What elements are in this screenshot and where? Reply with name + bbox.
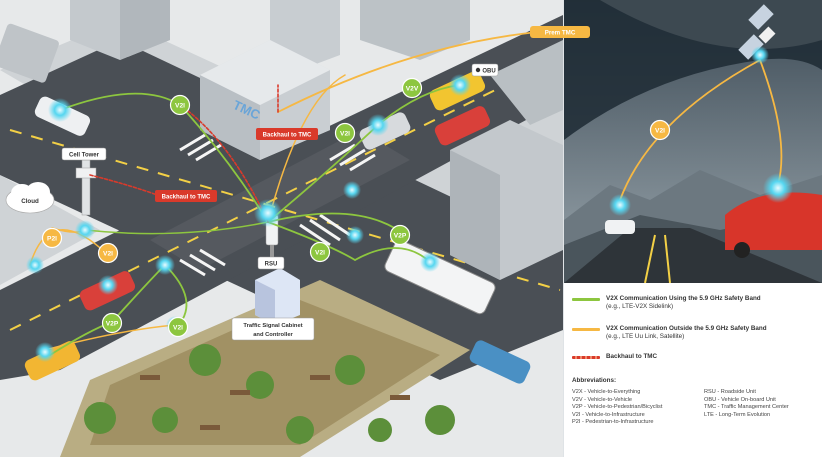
- obu-label: OBU: [482, 69, 495, 75]
- backhaul-label-1: Backhaul to TMC: [263, 133, 312, 139]
- cell-tower-label: Cell Tower: [69, 153, 100, 159]
- legend-item-subtitle: (e.g., LTE Uu Link, Satellite): [606, 333, 685, 340]
- legend-item-orange: V2X Communication Outside the 5.9 GHz Sa…: [572, 325, 767, 341]
- rural-scene: [564, 0, 822, 284]
- badge-v2i: V2I: [649, 119, 671, 141]
- abbr-item: V2I - Vehicle-to-Infrastructure: [572, 411, 645, 418]
- badge-text: V2I: [340, 130, 350, 137]
- badge-text: V2I: [103, 250, 113, 257]
- abbr-item: LTE - Long-Term Evolution: [704, 411, 771, 418]
- legend-item-title: V2X Communication Outside the 5.9 GHz Sa…: [606, 325, 767, 332]
- badge-p2i: P2I: [41, 227, 63, 249]
- legend-item-red: Backhaul to TMC: [572, 353, 657, 361]
- abbr-item: RSU - Roadside Unit: [704, 389, 756, 395]
- badge-text: V2I: [315, 249, 325, 256]
- badge-text: P2I: [47, 235, 57, 242]
- badge-text: V2P: [394, 232, 407, 239]
- badge-text: V2I: [173, 324, 183, 331]
- badge-text: V2I: [655, 127, 665, 134]
- legend-item-title: Backhaul to TMC: [606, 353, 658, 360]
- abbr-item: V2V - Vehicle-to-Vehicle: [572, 396, 633, 403]
- legend-panel: V2X Communication Using the 5.9 GHz Safe…: [564, 283, 822, 457]
- abbreviations-title: Abbreviations:: [572, 377, 617, 384]
- abbr-item: P2I - Pedestrian-to-Infrastructure: [572, 419, 654, 426]
- badge-v2i: V2I: [169, 94, 191, 116]
- city-scene: [0, 0, 563, 457]
- badge-v2p: V2P: [389, 224, 411, 246]
- abbr-item: TMC - Traffic Management Center: [704, 404, 789, 411]
- rsu-label: RSU: [265, 262, 278, 268]
- badge-text: V2V: [406, 85, 419, 92]
- cloud-icon: [5, 182, 55, 214]
- abbr-right-list: RSU - Roadside Unit OBU - Vehicle On-boa…: [704, 389, 789, 419]
- legend-swatch-red: [572, 356, 600, 359]
- legend-item-title: V2X Communication Using the 5.9 GHz Safe…: [606, 295, 761, 302]
- badge-text: V2I: [175, 102, 185, 109]
- badge-text: V2P: [106, 320, 119, 327]
- backhaul-label-2: Backhaul to TMC: [162, 195, 211, 201]
- badge-v2p: V2P: [101, 312, 123, 334]
- badge-v2i: V2I: [97, 242, 119, 264]
- badges: V2I V2V V2I P2I V2I V2I V2P V2P V2I V2I: [41, 77, 671, 338]
- legend-swatch-green: [572, 298, 600, 301]
- badge-v2i: V2I: [309, 241, 331, 263]
- cloud-label: Cloud: [21, 198, 39, 205]
- abbr-item: V2X - Vehicle-to-Everything: [572, 389, 641, 395]
- badge-v2i: V2I: [167, 316, 189, 338]
- satellite-icon: [738, 4, 776, 60]
- cabinet-label-line2: and Controller: [253, 332, 293, 338]
- cabinet-label-line1: Traffic Signal Cabinet: [243, 323, 302, 329]
- legend-swatch-orange: [572, 328, 600, 331]
- prem-tmc-label: Prem TMC: [545, 30, 576, 37]
- legend-item-green: V2X Communication Using the 5.9 GHz Safe…: [572, 295, 761, 311]
- abbr-item: OBU - Vehicle On-board Unit: [704, 396, 776, 403]
- legend-item-subtitle: (e.g., LTE-V2X Sidelink): [606, 303, 674, 310]
- abbr-item: V2P - Vehicle-to-Pedestrian/Bicyclist: [572, 404, 663, 411]
- badge-v2i: V2I: [334, 122, 356, 144]
- abbr-left-list: V2X - Vehicle-to-Everything V2V - Vehicl…: [572, 389, 662, 427]
- badge-v2v: V2V: [401, 77, 423, 99]
